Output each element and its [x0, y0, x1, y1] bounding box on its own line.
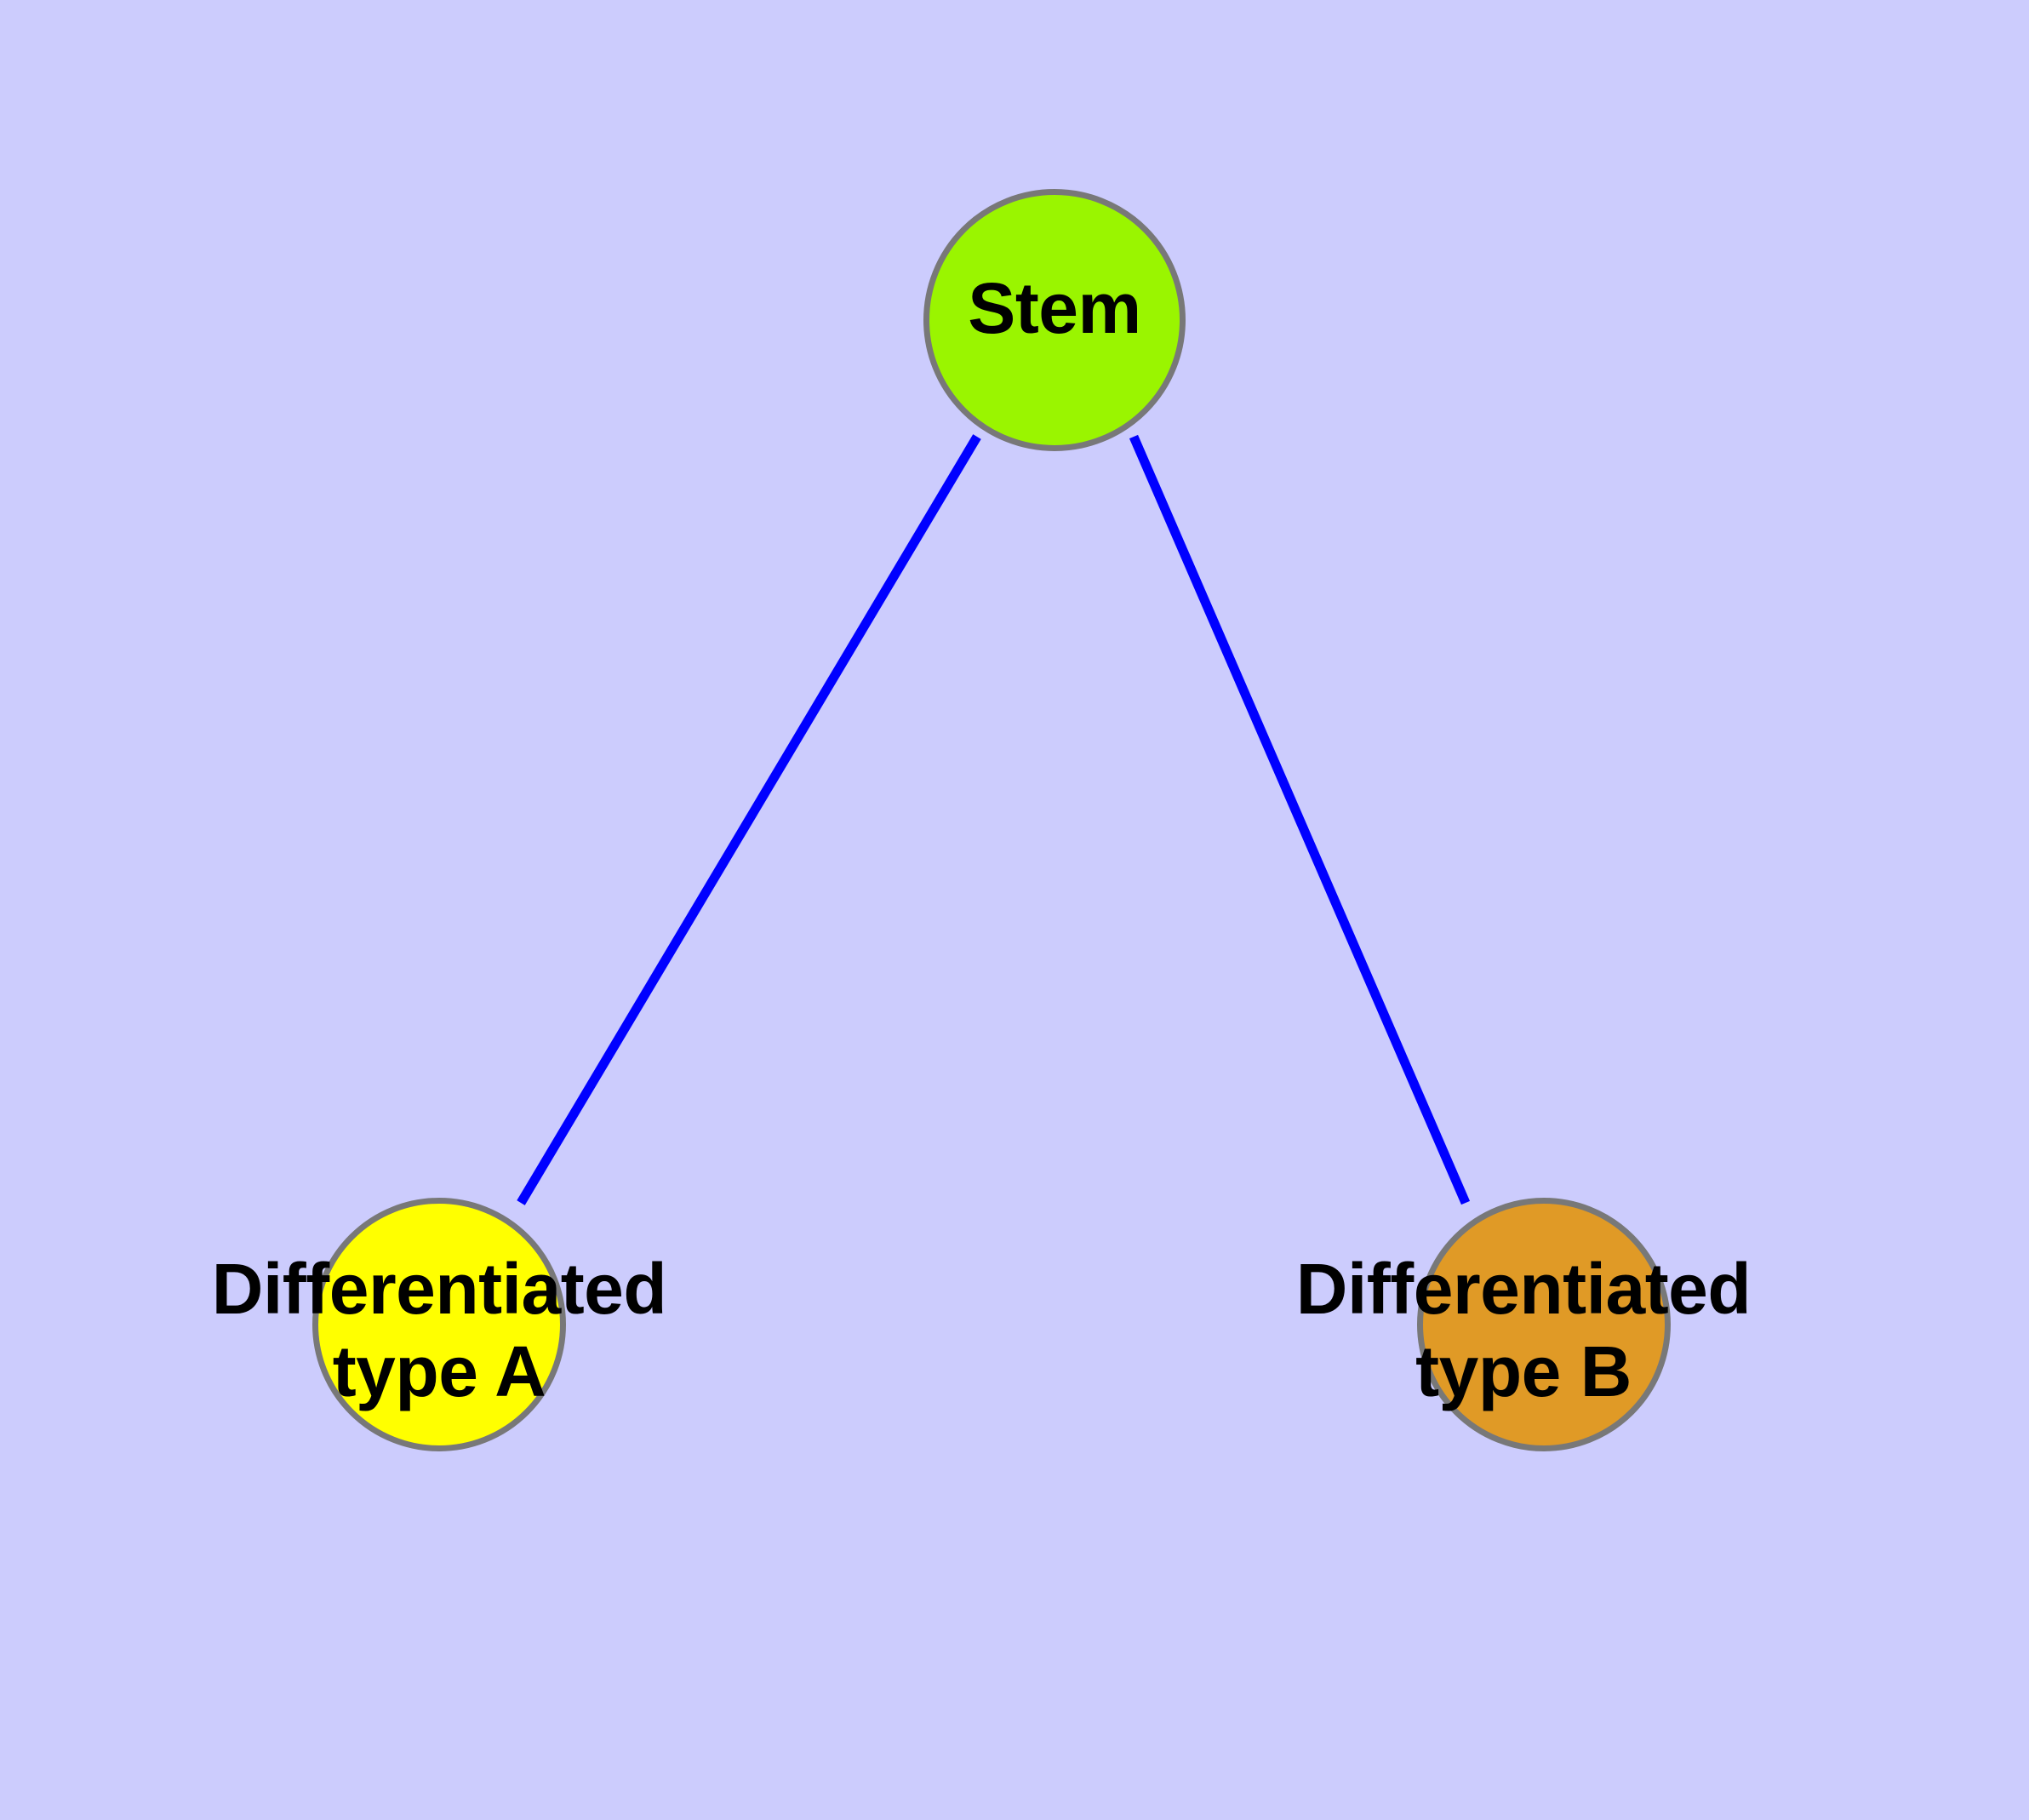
node-differentiated-type-b[interactable]	[1417, 1198, 1671, 1451]
node-differentiated-type-a[interactable]	[312, 1198, 566, 1451]
node-stem[interactable]	[923, 189, 1186, 451]
edge-stem-to-differentiated-type-a[interactable]	[517, 434, 981, 1205]
edge-stem-to-differentiated-type-b[interactable]	[1129, 434, 1471, 1205]
